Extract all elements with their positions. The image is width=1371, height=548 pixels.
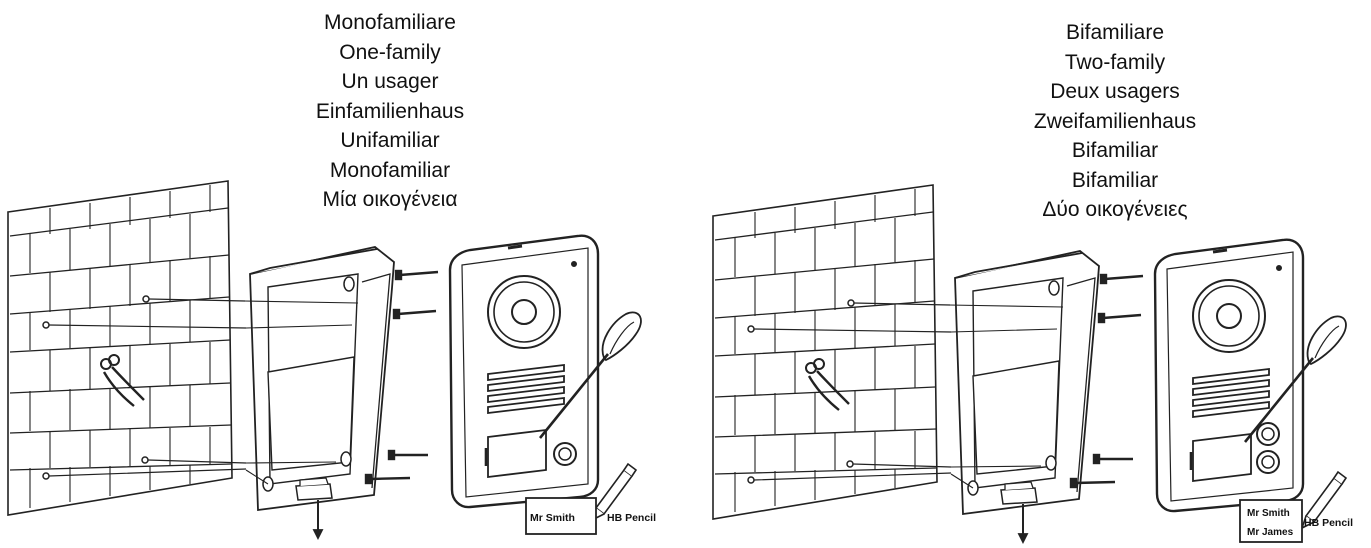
pencil-icon [1300, 470, 1348, 530]
panel-two-family: Mr Smith Mr James HB Pencil [711, 183, 1353, 544]
nameplate-text: Mr Smith [530, 512, 575, 524]
caption-one-family: Monofamiliare One-family Un usager Einfa… [290, 8, 490, 215]
caption-line: Zweifamilienhaus [1033, 109, 1197, 133]
caption-line: One-family [339, 40, 441, 64]
pencil-label: HB Pencil [1304, 517, 1353, 529]
caption-line: Monofamiliar [329, 158, 451, 182]
caption-line: Bifamiliar [1071, 168, 1159, 192]
pencil-label: HB Pencil [607, 512, 656, 524]
call-button [1256, 450, 1280, 474]
name-tag [1239, 499, 1303, 543]
caption-line: Two-family [1064, 50, 1166, 74]
call-button [1256, 422, 1280, 446]
caption-line: Deux usagers [1050, 80, 1180, 103]
nameplate-text: Mr James [1247, 527, 1294, 538]
caption-line: Einfamilienhaus [315, 99, 465, 123]
caption-line: Bifamiliar [1071, 139, 1159, 162]
nameplate-text: Mr Smith [1247, 508, 1290, 519]
caption-line: Monofamiliare [324, 11, 456, 34]
caption-line: Unifamiliar [340, 129, 440, 152]
caption-two-family: Bifamiliare Two-family Deux usagers Zwei… [1005, 18, 1225, 225]
call-button [553, 442, 577, 466]
name-tag [525, 497, 597, 535]
caption-line: Μία οικογένεια [322, 188, 458, 211]
panel-one-family: Mr Smith HB Pencil [6, 179, 656, 540]
caption-line: Δύο οικογένειες [1042, 198, 1188, 221]
caption-line: Un usager [341, 70, 439, 93]
caption-line: Bifamiliare [1065, 21, 1165, 44]
